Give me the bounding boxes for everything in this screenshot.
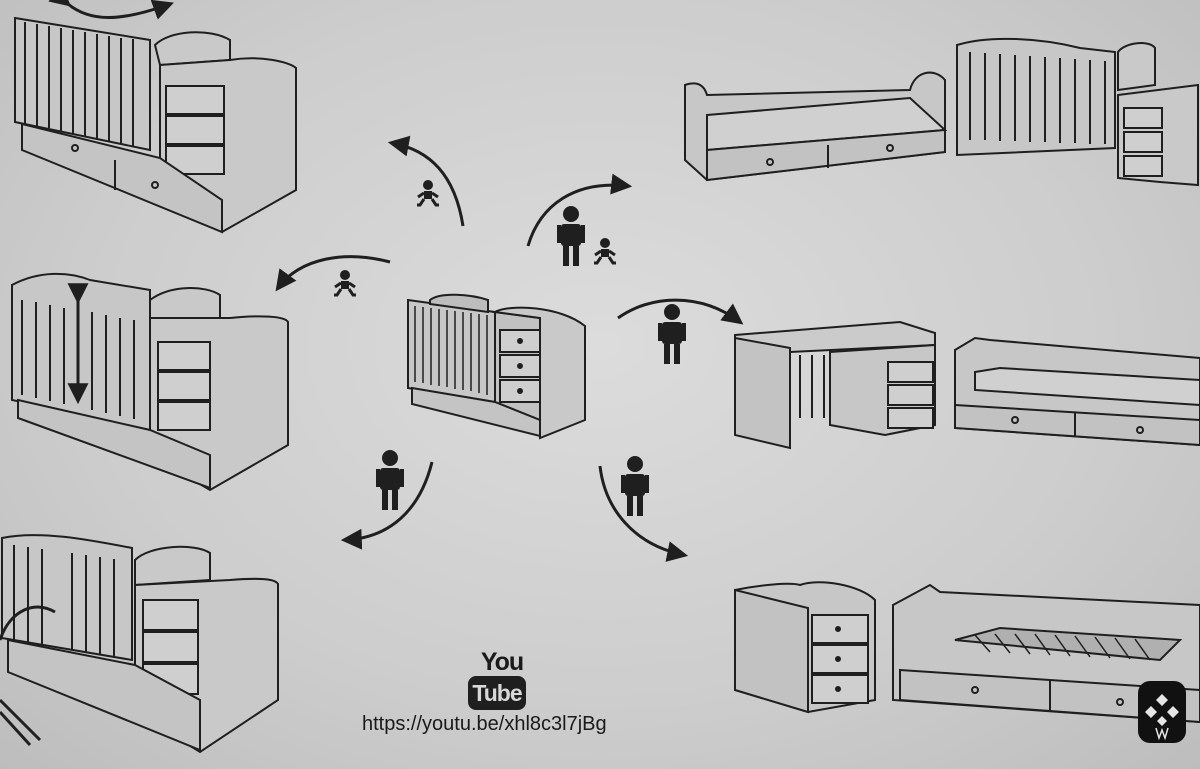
top-right-crib — [956, 37, 1199, 187]
youtube-url[interactable]: https://youtu.be/xhl8c3l7jBg — [362, 713, 607, 735]
bottom-left-crib — [1, 534, 279, 754]
arrow-to-middle-right — [617, 298, 744, 325]
junior-bed — [892, 583, 1200, 724]
daybed — [954, 336, 1200, 447]
middle-left-crib — [11, 272, 289, 492]
top-right-sofa — [684, 71, 948, 182]
dresser — [734, 581, 876, 714]
youtube-logo-top: You — [480, 648, 524, 676]
diamond-logo-icon — [1145, 694, 1179, 726]
youtube-logo-box: Tube — [468, 676, 526, 710]
remove-rail-arrow — [0, 605, 56, 641]
center-crib — [407, 293, 586, 440]
arrow-to-bottom-right — [598, 465, 689, 562]
arrow-to-top-right — [526, 173, 633, 247]
desk — [734, 320, 936, 450]
arrow-to-middle-left — [275, 255, 391, 292]
arrow-to-top-left — [387, 135, 465, 227]
top-left-crib — [14, 16, 297, 234]
rotate-arrow — [48, 0, 174, 20]
arrow-to-bottom-left — [340, 461, 434, 550]
